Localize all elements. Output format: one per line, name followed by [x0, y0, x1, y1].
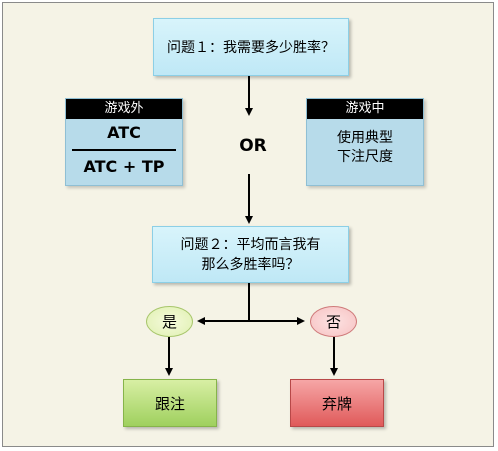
follow-label: 跟注: [154, 394, 185, 413]
flowchart-canvas: 问题１：我需要多少胜率？ 游戏外 ATC ATC + TP OR 游戏中 使用典…: [2, 2, 494, 447]
fraction-denominator: ATC + TP: [83, 157, 165, 176]
fraction-bar: [72, 149, 176, 151]
connectors: [165, 76, 338, 376]
fraction-numerator: ATC: [107, 123, 141, 142]
question-2-line-2: 那么多胜率吗？: [201, 256, 300, 273]
fold-action-box: 弃牌: [290, 379, 384, 427]
in-game-header: 游戏中: [307, 99, 423, 119]
yes-decision: 是: [146, 306, 193, 337]
in-game-body: 使用典型 下注尺度: [307, 129, 423, 167]
question-2-line-1: 问题２：平均而言我有: [180, 236, 321, 253]
no-decision: 否: [310, 306, 357, 337]
or-label: OR: [239, 136, 267, 156]
yes-label: 是: [161, 313, 177, 331]
in-game-panel: 游戏中 使用典型 下注尺度: [306, 98, 424, 186]
no-label: 否: [325, 313, 341, 331]
in-game-line-1: 使用典型: [337, 130, 393, 146]
out-game-header: 游戏外: [66, 99, 182, 119]
fold-label: 弃牌: [321, 394, 352, 413]
question-2-box: 问题２：平均而言我有 那么多胜率吗？: [152, 226, 349, 283]
follow-action-box: 跟注: [123, 379, 217, 427]
out-game-panel: 游戏外 ATC ATC + TP: [65, 98, 183, 186]
question-1-text: 问题１：我需要多少胜率？: [167, 40, 335, 56]
question-1-box: 问题１：我需要多少胜率？: [153, 18, 349, 76]
in-game-line-2: 下注尺度: [337, 149, 393, 165]
